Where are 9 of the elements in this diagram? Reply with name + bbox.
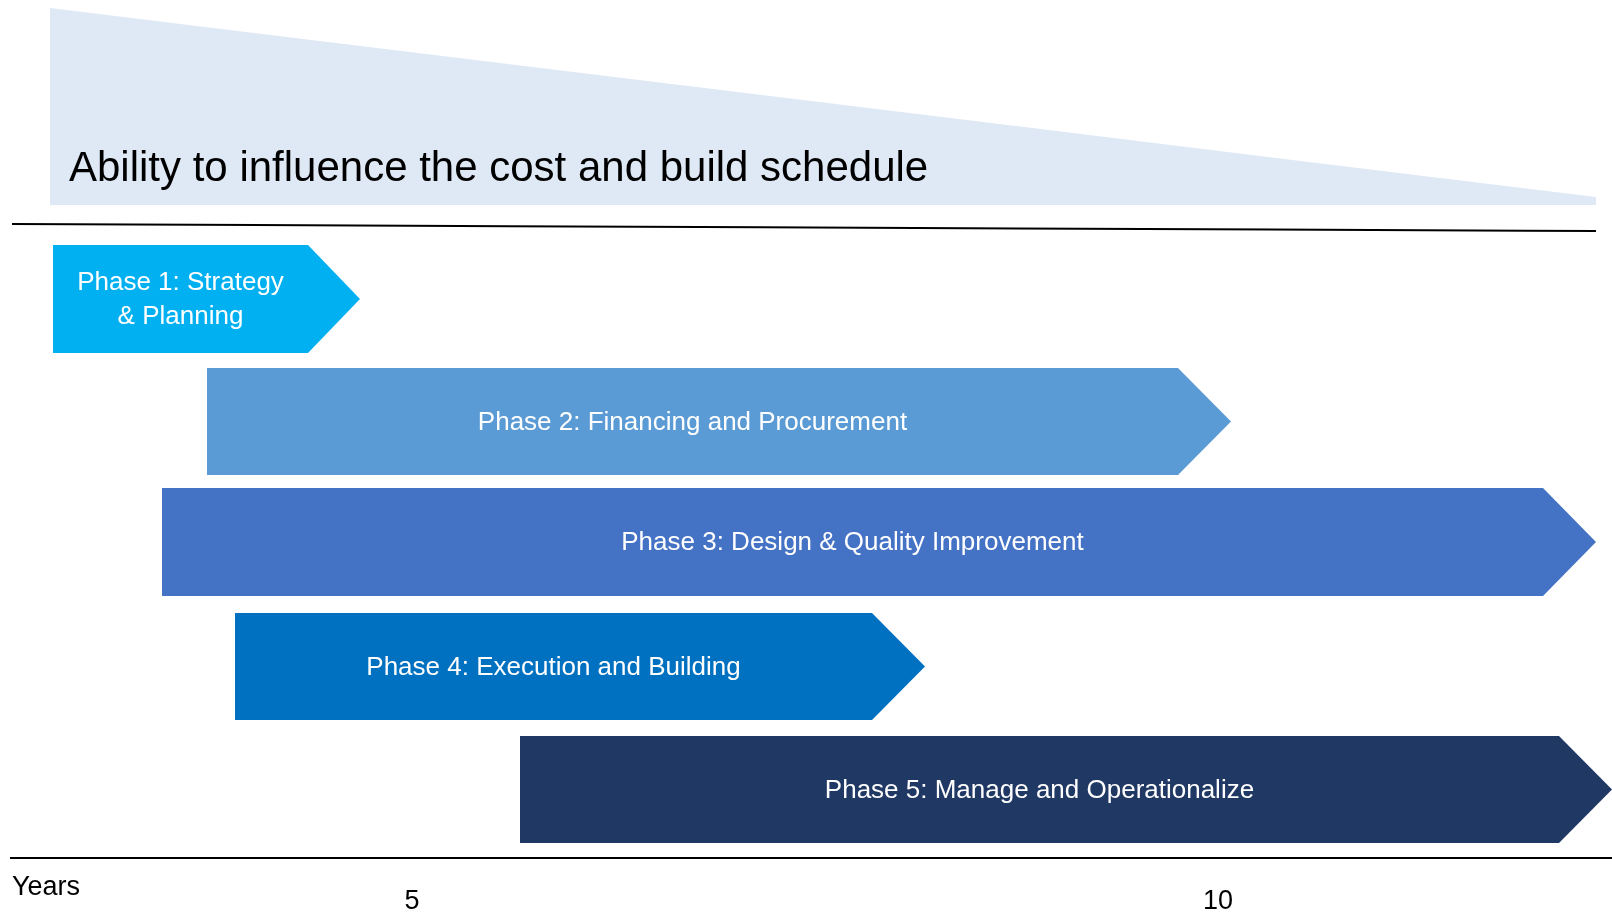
phase-label: Phase 3: Design & Quality Improvement <box>621 525 1084 559</box>
tick-label: 5 <box>404 887 420 913</box>
phase-label: Phase 1: Strategy & Planning <box>76 265 285 332</box>
phase-label: Phase 5: Manage and Operationalize <box>824 772 1255 806</box>
tick-label: 10 <box>1203 887 1233 913</box>
phase-label: Phase 2: Financing and Procurement <box>477 404 908 438</box>
axis-title: Years <box>12 873 81 900</box>
wedge-title: Ability to influence the cost and build schedule <box>69 141 929 192</box>
phase-label: Phase 4: Execution and Building <box>366 649 741 683</box>
